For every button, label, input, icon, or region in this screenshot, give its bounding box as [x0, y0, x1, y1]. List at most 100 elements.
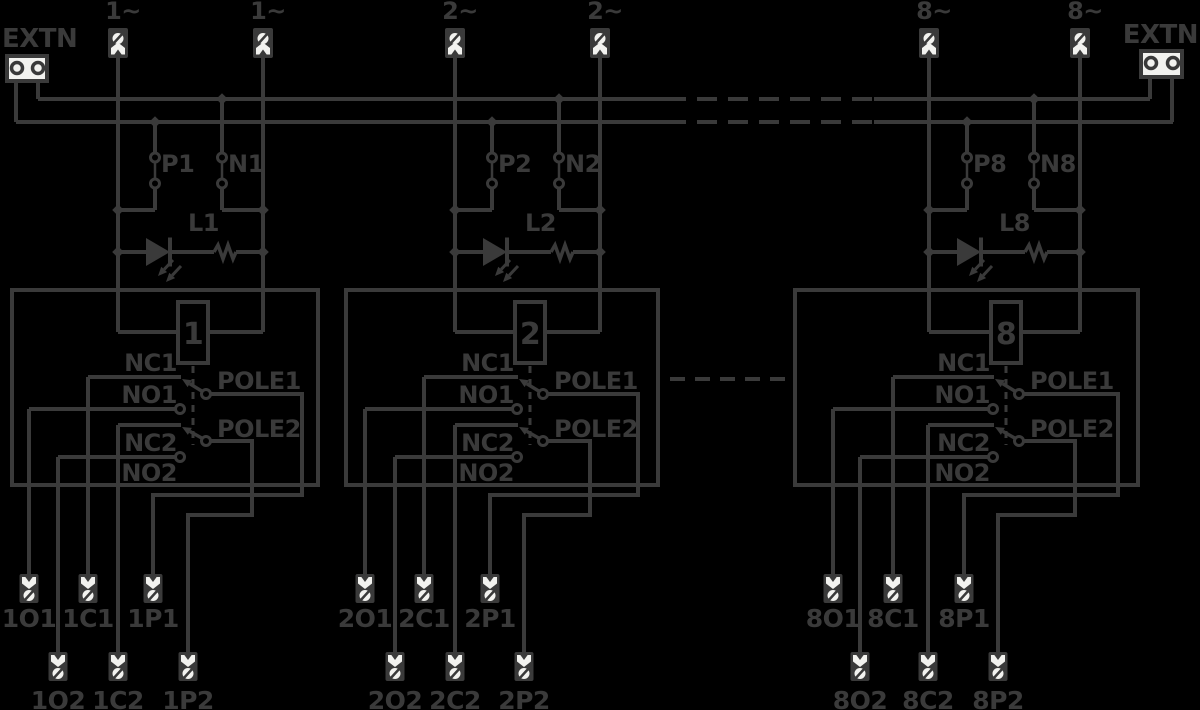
ch2-no2-contact — [511, 451, 523, 463]
ch2-led-emission-arrow-1-head — [495, 266, 505, 276]
ch2-terminal-2C2-wire-entry-notch — [451, 654, 459, 660]
ch1-terminal-1P2-wire-entry-icon — [181, 655, 195, 667]
ch2-led-label: L2 — [525, 209, 556, 237]
ch2-terminal-2O2-wire-entry-notch — [391, 654, 399, 660]
ch1-no2-contact — [174, 451, 186, 463]
ch1-led-emission-arrow-1-shaft — [163, 258, 175, 271]
ch8-supply-terminal-left-screw-slot — [923, 32, 935, 45]
ch8-n-column-junction-dot — [1074, 204, 1086, 216]
ch8-pole2-switch-arm-shaft — [1001, 429, 1017, 441]
ch2-supply-terminal-right-screw-slot — [594, 32, 606, 45]
ch2-led-emission-arrow-2-shaft — [508, 264, 520, 277]
ch8-p-jumper-label: P8 — [973, 150, 1006, 178]
ch2-terminal-2O2-screw-slot — [389, 667, 401, 680]
ch8-terminal-8P2-screw-slot — [992, 667, 1004, 680]
ch1-pole1-pivot-contact — [200, 388, 212, 400]
ch8-n-jumper-label: N8 — [1040, 150, 1076, 178]
ch2-nc2-label: NC2 — [461, 429, 514, 457]
ch8-pole1-switch-arm-shaft — [1001, 382, 1017, 393]
ch8-led-emission-arrow-2-head — [977, 272, 987, 282]
ch1-terminal-label-o1: 1O1 — [2, 604, 57, 633]
ch8-terminal-label-p2: 8P2 — [972, 686, 1024, 710]
ch2-p-column-junction-dot — [449, 204, 461, 216]
ch1-supply-terminal-left-wire-entry-notch — [114, 49, 122, 55]
ch8-terminal-8C1-screw-slot — [887, 589, 899, 602]
ch8-terminal-8P2-wire-entry-icon — [991, 655, 1005, 667]
ch8-terminal-8P1-wire-entry-notch — [960, 576, 968, 582]
ch2-p-jumper-top-contact — [486, 151, 498, 164]
ch2-n-jumper-top-contact — [553, 151, 565, 164]
ch8-terminal-8O2-screw-slot — [854, 667, 866, 680]
ch8-no2-contact — [987, 451, 999, 463]
ch1-supply-terminal-left-wire-entry-icon — [111, 42, 125, 55]
ch8-terminal-label-c1: 8C1 — [867, 604, 919, 633]
ch2-terminal-2C2-wire-entry-icon — [448, 655, 462, 667]
ch1-terminal-1P1-wire-entry-icon — [146, 577, 160, 589]
ch8-terminal-8P1-wire-entry-icon — [957, 577, 971, 589]
extn-right-pin-1 — [1143, 55, 1159, 71]
ch8-nc1-label: NC1 — [937, 349, 990, 377]
ch2-relay-coil-box — [513, 300, 547, 365]
ch8-n-jumper-top-contact — [1028, 151, 1040, 164]
ch2-terminal-2C1-wire-entry-icon — [417, 577, 431, 589]
ch8-led-emission-arrow-1-head — [969, 266, 979, 276]
ch1-led-diode-triangle — [146, 238, 170, 266]
ch1-terminal-1P1-screw-slot — [147, 589, 159, 602]
extn-left-pin-1 — [9, 60, 25, 76]
ch2-terminal-2C1-wire-entry-notch — [420, 576, 428, 582]
ch1-terminal-label-o2: 1O2 — [31, 686, 86, 710]
ch1-n-jumper-label: N1 — [228, 150, 264, 178]
ch8-no2-label: NO2 — [934, 459, 990, 487]
ch1-terminal-label-p2: 1P2 — [162, 686, 214, 710]
ch8-led-emission-arrow-2-shaft — [982, 264, 994, 277]
ch2-terminal-2P2-wire-entry-notch — [520, 654, 528, 660]
ch8-no1-contact — [987, 403, 999, 415]
ch1-p-column-junction-dot — [112, 204, 124, 216]
ch8-terminal-label-c2: 8C2 — [902, 686, 954, 710]
ch2-pole1-switch-arm-shaft — [525, 382, 541, 393]
ch2-supply-terminal-right-label: 2~ — [587, 0, 623, 25]
ch1-no1-label: NO1 — [121, 381, 177, 409]
ch8-no1-label: NO1 — [934, 381, 990, 409]
ch2-no1-label: NO1 — [458, 381, 514, 409]
ch2-n-jumper-label: N2 — [565, 150, 601, 178]
ch1-supply-terminal-right-screw-slot — [257, 32, 269, 45]
ch2-supply-terminal-right-wire-entry-notch — [596, 49, 604, 55]
ch1-no2-label: NO2 — [121, 459, 177, 487]
ch1-p-jumper-label: P1 — [161, 150, 194, 178]
ch1-no1-contact — [174, 403, 186, 415]
ch2-pole1-label: POLE1 — [554, 367, 638, 395]
ch2-supply-terminal-left-screw-slot — [449, 32, 461, 45]
ch2-n-jumper-bottom-contact — [553, 177, 565, 190]
ch8-relay-number-label: 8 — [996, 317, 1016, 352]
ch8-p-jumper-top-contact — [961, 151, 973, 164]
ch8-terminal-8C1-wire-entry-notch — [889, 576, 897, 582]
ch8-pole2-label: POLE2 — [1030, 415, 1114, 443]
ch1-pole2-pivot-contact — [200, 435, 212, 447]
ch8-pole1-pivot-contact — [1013, 388, 1025, 400]
ch8-terminal-label-p1: 8P1 — [938, 604, 990, 633]
ch2-no2-label: NO2 — [458, 459, 514, 487]
ch2-led-emission-arrow-1-shaft — [500, 258, 512, 271]
ch2-pole1-pivot-contact — [537, 388, 549, 400]
ch2-n-column-junction-dot — [594, 204, 606, 216]
ch2-module-outline-box — [344, 288, 660, 487]
extn-left-pin-2 — [30, 60, 46, 76]
extn-right-pin-2 — [1165, 55, 1181, 71]
ch8-terminal-8O1-wire-entry-notch — [829, 576, 837, 582]
ch1-led-label: L1 — [188, 209, 219, 237]
ch2-terminal-2P2-wire-entry-icon — [517, 655, 531, 667]
ch1-relay-coil-box — [176, 300, 210, 365]
ch2-supply-terminal-left-label: 2~ — [442, 0, 478, 25]
ch8-supply-terminal-left-wire-entry-notch — [925, 49, 933, 55]
ch1-led-emission-arrow-2-shaft — [171, 264, 183, 277]
ch8-terminal-label-o1: 8O1 — [806, 604, 861, 633]
ch1-terminal-1C1-wire-entry-notch — [84, 576, 92, 582]
ch8-pole2-switch-arm-head — [995, 427, 1005, 435]
ch2-terminal-label-p1: 2P1 — [464, 604, 516, 633]
ch2-terminal-2P1-wire-entry-notch — [486, 576, 494, 582]
ch1-pole2-wire-route — [186, 439, 254, 652]
ch1-terminal-1O1-wire-entry-notch — [25, 576, 33, 582]
ch2-terminal-2P1-wire-entry-icon — [483, 577, 497, 589]
